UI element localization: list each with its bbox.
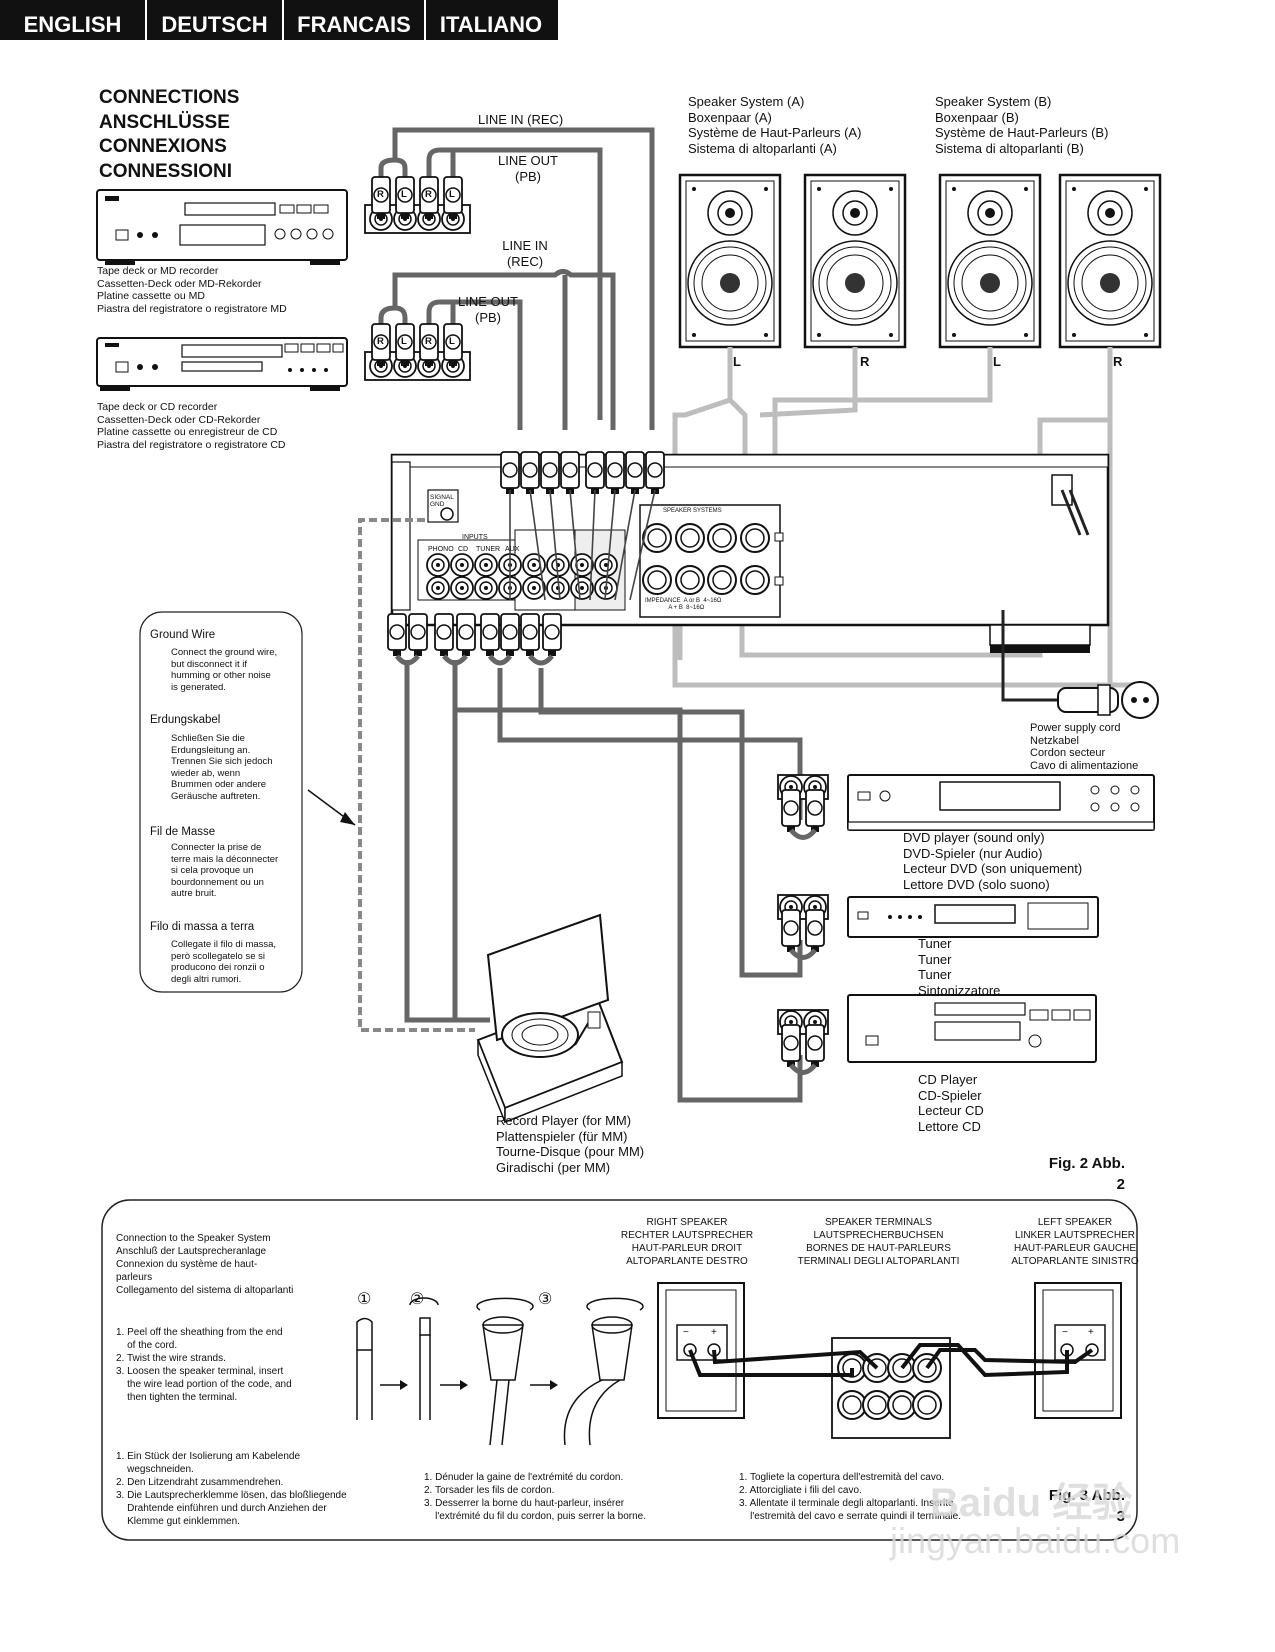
- line-in-label-1: LINE IN (REC): [478, 112, 564, 127]
- lang-tab-english[interactable]: ENGLISH: [0, 0, 147, 40]
- steps-it: 1. Togliete la copertura dell'estremità …: [739, 1472, 962, 1522]
- ground-wire: [358, 518, 475, 1032]
- ground-note-body-en: Connect the ground wire, but disconnect …: [171, 647, 278, 693]
- dvd-label: DVD player (sound only) DVD-Spieler (nur…: [903, 830, 1083, 892]
- power-plug: [1057, 681, 1159, 719]
- record-player: [476, 913, 624, 1124]
- tape-cd-label: Tape deck or CD recorder Cassetten-Deck …: [97, 401, 286, 451]
- ground-note-body-it: Collegate il filo di massa, però scolleg…: [171, 939, 277, 985]
- line-out-label-1: LINE OUT (PB): [498, 153, 558, 184]
- speaker-r-label-b: R: [1113, 354, 1123, 369]
- signal-gnd-label: SIGNAL GND: [430, 494, 454, 508]
- fig3-panel: [101, 1199, 1138, 1541]
- right-speaker-label: RIGHT SPEAKER RECHTER LAUTSPRECHER HAUT-…: [620, 1217, 754, 1267]
- polarity-minus-l: −: [1062, 1327, 1068, 1338]
- speaker-r-label-a: R: [860, 354, 870, 369]
- step-2: ②: [410, 1291, 425, 1308]
- plug-label: R: [425, 189, 432, 200]
- input-aux: AUX: [505, 546, 520, 553]
- ground-note-title-fr: Fil de Masse: [150, 826, 216, 838]
- line-out-label-2: LINE OUT (PB): [458, 294, 518, 325]
- speaker-l-label-b: L: [993, 354, 1001, 369]
- tuner-label: Tuner Tuner Tuner Sintonizzatore: [918, 936, 1001, 998]
- page-title: CONNECTIONS ANSCHLÜSSE CONNEXIONS CONNES…: [99, 86, 239, 184]
- plug-label: R: [425, 336, 432, 347]
- lang-tab-italiano[interactable]: ITALIANO: [439, 12, 543, 37]
- fig3-heading: Connection to the Speaker System Anschlu…: [116, 1233, 294, 1296]
- tape-md-recorder: [96, 189, 348, 265]
- fig3-speaker-terminals: [831, 1337, 951, 1439]
- step-1: ①: [357, 1291, 372, 1308]
- tape-cables: [378, 127, 655, 430]
- input-phono: PHONO: [428, 546, 454, 553]
- polarity-minus-r: −: [683, 1327, 689, 1338]
- tape-plug-leads: [509, 489, 656, 601]
- speaker-a-label: Speaker System (A) Boxenpaar (A) Système…: [688, 94, 862, 156]
- fig3-label: Fig. 3 Abb. 3: [1048, 1487, 1125, 1525]
- ground-note-body-de: Schließen Sie die Erdungsleitung an. Tre…: [171, 733, 273, 802]
- left-speaker-label: LEFT SPEAKER LINKER LAUTSPRECHER HAUT-PA…: [1011, 1217, 1139, 1267]
- power-cord-label: Power supply cord Netzkabel Cordon secte…: [1030, 722, 1139, 772]
- speaker-b-right: [1058, 173, 1162, 349]
- input-cables: [394, 654, 803, 1103]
- tape-md-label: Tape deck or MD recorder Cassetten-Deck …: [97, 265, 287, 315]
- plug-label: L: [401, 189, 407, 200]
- title-de: ANSCHLÜSSE: [99, 111, 230, 133]
- plug-label: L: [449, 336, 455, 347]
- polarity-plus-r: +: [711, 1327, 717, 1338]
- plug-label: L: [449, 189, 455, 200]
- dvd-player: [847, 774, 1155, 831]
- fig3-left-speaker: [1034, 1282, 1122, 1419]
- impedance-label: IMPEDANCE A or B 4~16Ω A + B 8~16Ω: [645, 598, 722, 611]
- ground-note-body-fr: Connecter la prise de terre mais la déco…: [171, 842, 279, 899]
- polarity-plus-l: +: [1088, 1327, 1094, 1338]
- title-en: CONNECTIONS: [99, 87, 240, 108]
- speaker-a-right: [803, 173, 907, 349]
- cd-player-label: CD Player CD-Spieler Lecteur CD Lettore …: [918, 1072, 984, 1134]
- lang-tab-deutsch[interactable]: DEUTSCH: [147, 0, 284, 40]
- fig3-right-speaker: [657, 1282, 745, 1419]
- wire-step-illustrations: [356, 1297, 644, 1446]
- watermark-url: jingyan.baidu.com: [890, 1520, 1181, 1561]
- speaker-b-left: [938, 173, 1042, 349]
- ground-note-title-de: Erdungskabel: [150, 714, 221, 726]
- ground-note-title-it: Filo di massa a terra: [150, 921, 255, 933]
- watermark-logo: Baidu 经验: [930, 1481, 1133, 1525]
- tuner-device: [847, 896, 1099, 938]
- plug-label: R: [377, 189, 384, 200]
- line-in-label-2: LINE IN (REC): [502, 238, 548, 269]
- fig2-label: Fig. 2 Abb. 2: [1048, 1155, 1125, 1193]
- record-player-label: Record Player (for MM) Plattenspieler (f…: [496, 1113, 645, 1175]
- tape-cd-recorder: [96, 337, 348, 391]
- input-cd: CD: [458, 546, 469, 553]
- plug-label: R: [377, 336, 384, 347]
- speaker-l-label-a: L: [733, 354, 741, 369]
- cd-player-device: [847, 994, 1097, 1063]
- steps-de: 1. Ein Stück der Isolierung am Kabelende…: [116, 1451, 347, 1527]
- title-it: CONNESSIONI: [99, 160, 233, 182]
- steps-fr: 1. Dénuder la gaine de l'extrémité du co…: [424, 1472, 647, 1522]
- steps-en: 1. Peel off the sheathing from the end o…: [116, 1327, 292, 1403]
- title-fr: CONNEXIONS: [99, 136, 227, 157]
- plug-label: L: [401, 336, 407, 347]
- ground-note-title-en: Ground Wire: [150, 629, 216, 641]
- language-tab-bar: ENGLISH DEUTSCH FRANCAIS ITALIANO: [0, 0, 558, 40]
- inputs-label: INPUTS: [462, 534, 488, 541]
- ground-wire-info-box: [139, 611, 303, 993]
- speaker-terminals-label: SPEAKER TERMINALS LAUTSPRECHERBUCHSEN BO…: [797, 1217, 960, 1267]
- speaker-b-label: Speaker System (B) Boxenpaar (B) Système…: [935, 94, 1109, 156]
- lang-tab-francais[interactable]: FRANCAIS: [284, 0, 426, 40]
- speaker-systems-label: SPEAKER SYSTEMS: [663, 508, 722, 514]
- power-cord: [1001, 489, 1090, 702]
- step-3: ③: [538, 1291, 553, 1308]
- fig3-speaker-cables: [688, 1343, 1094, 1378]
- speaker-a-left: [678, 173, 782, 349]
- input-tuner: TUNER: [476, 546, 501, 553]
